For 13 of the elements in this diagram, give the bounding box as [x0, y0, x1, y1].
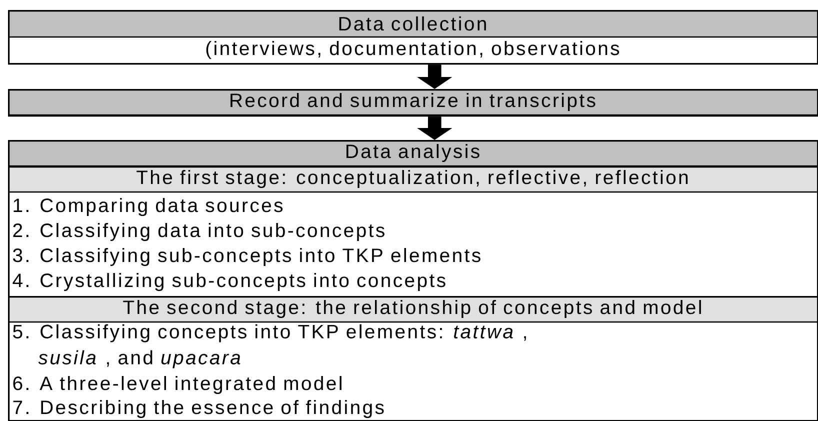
list-item: 4. Crystallizing sub-concepts into concepts	[12, 272, 446, 291]
heading: The first stage: conceptualization, reflective, reflection	[136, 170, 688, 188]
heading: The second stage: the relationship of concepts and model	[123, 300, 701, 318]
list-item: 5. Classifying concepts into TKP elements: tattwa , susila , and upacara	[13, 324, 526, 368]
heading: Data analysis	[346, 144, 480, 162]
list-item: 2. Classifying data into sub-concepts	[13, 222, 384, 241]
list-item: 7. Describing the essence of findings	[13, 400, 384, 418]
description: (interviews, documentation, observations	[206, 41, 620, 60]
heading: Data collection	[339, 16, 486, 31]
list-item: 1. Comparing data sources	[14, 198, 283, 216]
list-item: 6. A three-level integrated model	[13, 376, 342, 394]
list-item: 3. Classifying sub-concepts into TKP elements	[13, 248, 480, 266]
heading: Record and summarize in transcripts	[230, 92, 596, 111]
